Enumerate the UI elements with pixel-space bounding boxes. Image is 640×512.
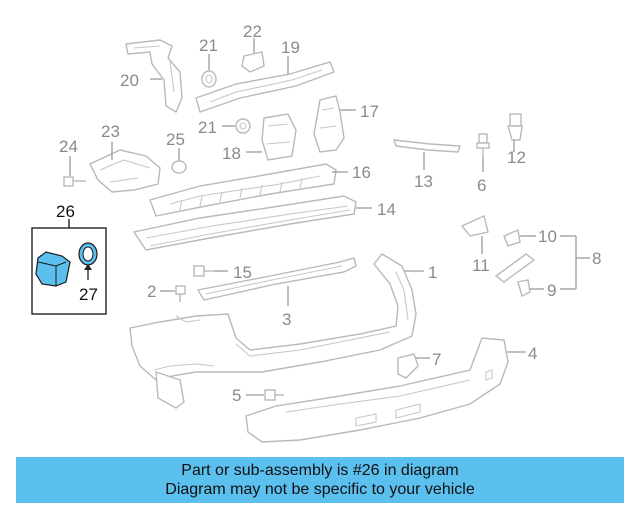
callout-24[interactable]: 24 bbox=[59, 137, 78, 156]
part-26-sensor[interactable] bbox=[35, 251, 71, 287]
part-1-bumper-cover[interactable] bbox=[129, 253, 417, 381]
callout-10[interactable]: 10 bbox=[538, 227, 557, 246]
part-8-reflector[interactable] bbox=[494, 253, 536, 283]
callout-8[interactable]: 8 bbox=[592, 249, 601, 268]
callout-21-lower[interactable]: 21 bbox=[198, 118, 217, 137]
banner-line-1: Part or sub-assembly is #26 in diagram bbox=[181, 462, 459, 479]
callout-19[interactable]: 19 bbox=[281, 38, 300, 57]
info-banner: Part or sub-assembly is #26 in diagram D… bbox=[16, 457, 624, 503]
callout-25[interactable]: 25 bbox=[166, 130, 185, 149]
callout-2[interactable]: 2 bbox=[147, 282, 156, 301]
part-18-bracket[interactable] bbox=[261, 113, 297, 161]
callout-3[interactable]: 3 bbox=[282, 310, 291, 329]
callout-5[interactable]: 5 bbox=[232, 386, 241, 405]
part-13-molding[interactable] bbox=[392, 139, 461, 153]
part-16-absorber[interactable] bbox=[149, 163, 337, 217]
part-4-lower-valance[interactable] bbox=[245, 337, 509, 443]
part-14-reinforcement[interactable] bbox=[132, 195, 357, 251]
callout-23[interactable]: 23 bbox=[101, 122, 120, 141]
callout-12[interactable]: 12 bbox=[507, 148, 526, 167]
part-24-bolt[interactable] bbox=[63, 176, 86, 187]
banner-line-2: Diagram may not be specific to your vehi… bbox=[165, 481, 475, 498]
part-25-clip[interactable] bbox=[171, 160, 187, 174]
part-10-block[interactable] bbox=[503, 229, 521, 247]
callout-6[interactable]: 6 bbox=[477, 176, 486, 195]
callout-22[interactable]: 22 bbox=[243, 22, 262, 41]
part-21-clip-lower[interactable] bbox=[235, 118, 251, 134]
part-9-bolt[interactable] bbox=[517, 279, 531, 298]
callout-26[interactable]: 26 bbox=[56, 202, 75, 221]
callout-4[interactable]: 4 bbox=[528, 344, 537, 363]
callout-14[interactable]: 14 bbox=[377, 200, 396, 219]
part-22-bracket[interactable] bbox=[241, 51, 265, 73]
callout-16[interactable]: 16 bbox=[352, 163, 371, 182]
part-17-side-bracket[interactable] bbox=[313, 95, 345, 153]
part-20-bracket[interactable] bbox=[125, 39, 183, 114]
callout-7[interactable]: 7 bbox=[432, 350, 441, 369]
callout-20[interactable]: 20 bbox=[120, 71, 139, 90]
callout-15[interactable]: 15 bbox=[233, 263, 252, 282]
part-1-lower-corner[interactable] bbox=[155, 371, 185, 409]
callout-13[interactable]: 13 bbox=[414, 172, 433, 191]
part-15-bolt[interactable] bbox=[193, 265, 214, 277]
callout-18[interactable]: 18 bbox=[222, 144, 241, 163]
part-21-clip-top[interactable] bbox=[201, 70, 217, 88]
callout-1[interactable]: 1 bbox=[428, 263, 437, 282]
part-6-bolt[interactable] bbox=[476, 133, 490, 158]
part-3-step-pad[interactable] bbox=[196, 257, 357, 301]
callout-9[interactable]: 9 bbox=[547, 281, 556, 300]
part-12-clip[interactable] bbox=[507, 113, 523, 141]
part-11-bracket[interactable] bbox=[460, 215, 489, 237]
callout-17[interactable]: 17 bbox=[360, 102, 379, 121]
part-23-left-bracket[interactable] bbox=[89, 149, 161, 193]
callout-11[interactable]: 11 bbox=[472, 256, 490, 275]
part-7-bracket[interactable] bbox=[397, 353, 419, 379]
part-19-upper-strip[interactable] bbox=[195, 61, 335, 113]
part-5-bolt[interactable] bbox=[264, 389, 284, 401]
part-2-screw[interactable] bbox=[175, 285, 186, 302]
callout-27[interactable]: 27 bbox=[79, 285, 98, 304]
callout-21-top[interactable]: 21 bbox=[199, 36, 218, 55]
part-27-ring[interactable] bbox=[78, 242, 98, 266]
